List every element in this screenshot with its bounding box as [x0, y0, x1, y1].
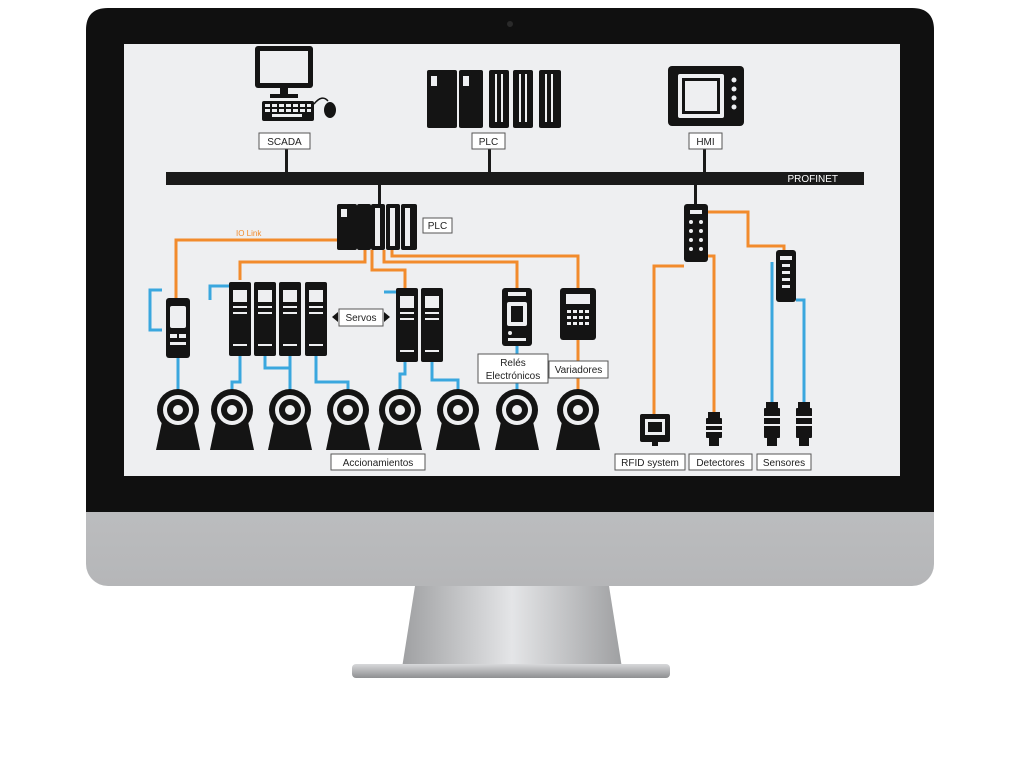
computer-workstation-icon — [255, 46, 336, 121]
monitor-stand — [352, 586, 670, 678]
label-accionamientos: Accionamientos — [330, 453, 426, 471]
svg-text:PLC: PLC — [428, 221, 447, 232]
svg-text:Detectores: Detectores — [696, 458, 744, 469]
svg-text:HMI: HMI — [696, 137, 714, 148]
label-hmi: HMI — [688, 132, 723, 150]
detector-icon — [706, 412, 722, 446]
io-link-master-icon — [166, 298, 190, 358]
camera-dot — [507, 21, 513, 27]
svg-text:SCADA: SCADA — [267, 137, 302, 148]
svg-text:Accionamientos: Accionamientos — [343, 458, 414, 469]
motor-icon — [268, 389, 312, 450]
label-reles: Relés Electrónicos — [477, 353, 549, 384]
hmi-panel-icon — [668, 66, 744, 126]
frequency-drive-icon — [560, 288, 596, 340]
label-rfid: RFID system — [614, 453, 686, 471]
io-link-label: IO Link — [236, 229, 262, 238]
label-plc-top: PLC — [471, 132, 506, 150]
motor-icon — [156, 389, 200, 450]
svg-text:Variadores: Variadores — [555, 365, 603, 376]
svg-text:Servos: Servos — [345, 313, 376, 324]
motor-icon — [495, 389, 539, 450]
network-diagram: PROFINET SCADA — [148, 46, 864, 471]
label-detectores: Detectores — [688, 453, 753, 471]
label-servos: Servos — [332, 308, 390, 327]
svg-text:PLC: PLC — [479, 137, 498, 148]
electronic-relay-icon — [502, 288, 532, 346]
motor-icon — [436, 389, 480, 450]
profinet-bus — [166, 172, 864, 185]
profinet-label: PROFINET — [787, 174, 838, 185]
plc-rack-icon — [337, 204, 417, 250]
motor-icon — [210, 389, 254, 450]
motor-icon — [378, 389, 422, 450]
label-sensores: Sensores — [756, 453, 812, 471]
rfid-reader-icon — [640, 414, 670, 446]
motor-icon — [556, 389, 600, 450]
sensor-io-module-icon — [776, 250, 796, 302]
svg-text:Relés: Relés — [500, 358, 526, 369]
svg-text:Sensores: Sensores — [763, 458, 805, 469]
label-scada: SCADA — [258, 132, 311, 150]
svg-text:Electrónicos: Electrónicos — [486, 371, 540, 382]
sensor-icon — [796, 402, 812, 446]
sensor-icon — [764, 402, 780, 446]
motor-icon — [326, 389, 370, 450]
svg-text:RFID system: RFID system — [621, 458, 679, 469]
io-link-connections — [174, 210, 786, 420]
label-plc-sub: PLC — [422, 217, 453, 234]
io-hub-icon — [684, 204, 708, 262]
plc-rack-icon — [427, 70, 561, 128]
label-variadores: Variadores — [548, 360, 609, 379]
